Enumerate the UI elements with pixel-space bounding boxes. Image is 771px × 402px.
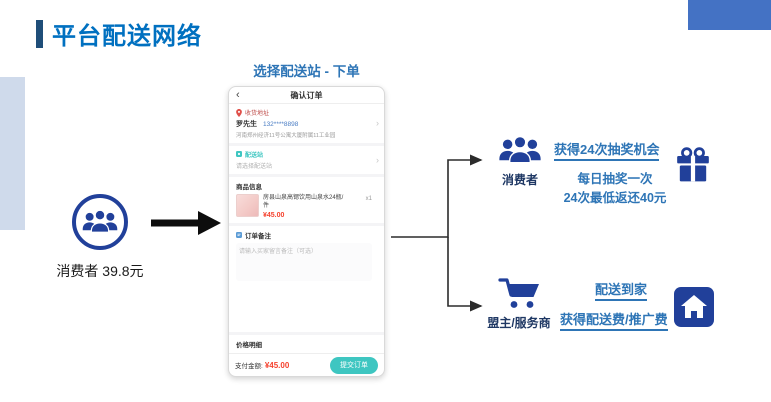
product-section: 商品信息 房县山泉高锶饮用山泉水24瓶/件 ¥45.00 x1 — [229, 177, 384, 223]
merchant-node-label: 盟主/服务商 — [487, 316, 551, 330]
lottery-headline: 获得24次抽奖机会 — [554, 139, 660, 161]
note-icon — [236, 231, 242, 238]
people-group-icon — [82, 209, 118, 233]
subtitle: 选择配送站 - 下单 — [253, 64, 360, 79]
price-detail-label: 价格明细 — [236, 342, 262, 349]
order-confirm-screen: ‹ 确认订单 收货地址 罗先生 132****8898 河南郑州经济11号公寓大… — [228, 86, 385, 377]
checkout-bar: 支付金额: ¥45.00 提交订单 — [229, 353, 384, 376]
section-divider — [229, 222, 384, 226]
address-section-head: 收货地址 — [236, 108, 372, 117]
station-section-label: 配送站 — [245, 152, 264, 159]
delivery-detail: 获得配送费/推广费 — [560, 309, 668, 331]
shopping-cart-icon — [498, 278, 539, 308]
remark-section-label: 订单备注 — [245, 232, 271, 240]
home-icon — [674, 287, 714, 327]
lottery-detail: 每日抽奖一次 24次最低返还40元 — [548, 170, 682, 208]
station-section-head: 配送站 — [236, 150, 372, 159]
station-row[interactable]: 配送站 请选择配送站 › — [229, 146, 384, 174]
remark-input[interactable]: 请输入买家留言备注（可选） — [236, 242, 372, 281]
product-quantity: x1 — [365, 195, 372, 202]
left-strip-decoration — [0, 77, 25, 230]
lottery-detail-line1: 每日抽奖一次 — [577, 172, 653, 186]
address-section-label: 收货地址 — [245, 111, 270, 117]
product-row[interactable]: 房县山泉高锶饮用山泉水24瓶/件 ¥45.00 x1 — [236, 193, 372, 219]
address-detail: 河南郑州经济11号公寓大厦附属11工业园 — [236, 132, 336, 139]
consumer-node-label: 消费者 — [501, 173, 538, 187]
back-icon[interactable]: ‹ — [236, 89, 240, 101]
gift-icon — [677, 147, 709, 182]
section-divider — [229, 332, 384, 335]
pay-amount-label: 支付金额: — [235, 363, 263, 370]
location-pin-icon — [236, 108, 242, 117]
remark-section: 订单备注 请输入买家留言备注（可选） — [229, 226, 384, 332]
corner-decoration — [688, 0, 771, 30]
product-price: ¥45.00 — [263, 211, 285, 219]
lottery-detail-line2: 24次最低返还40元 — [563, 190, 667, 205]
product-thumbnail — [236, 193, 259, 217]
station-placeholder: 请选择配送站 — [236, 163, 273, 170]
phone-navbar: ‹ 确认订单 — [229, 87, 384, 104]
consumer-source-node: 消费者 39.8元 — [25, 194, 175, 281]
section-divider — [229, 142, 384, 146]
consumer-node: 消费者 — [492, 134, 548, 188]
section-divider — [229, 173, 384, 177]
remark-section-head: 订单备注 — [236, 230, 372, 240]
people-group-icon — [499, 135, 541, 164]
chevron-right-icon[interactable]: › — [376, 154, 379, 165]
recipient-phone: 132****8898 — [262, 121, 299, 128]
merchant-node: 盟主/服务商 — [482, 276, 556, 331]
page-title: 平台配送网络 — [52, 23, 202, 50]
consumer-price-label: 消费者 39.8元 — [56, 263, 144, 279]
pay-amount-value: ¥45.00 — [264, 360, 290, 370]
station-tag-icon — [236, 151, 242, 157]
arrow-right-icon — [151, 211, 221, 235]
recipient-name: 罗先生 — [236, 121, 257, 128]
consumers-group-icon — [72, 194, 128, 250]
title-row: 平台配送网络 — [36, 16, 202, 51]
price-detail-section: 价格明细 — [229, 335, 384, 353]
product-section-label: 商品信息 — [236, 183, 262, 191]
product-info: 房县山泉高锶饮用山泉水24瓶/件 ¥45.00 — [263, 194, 362, 219]
delivery-headline: 配送到家 — [595, 279, 648, 301]
title-accent-bar — [36, 19, 43, 48]
submit-order-button[interactable]: 提交订单 — [330, 356, 378, 374]
address-row[interactable]: 收货地址 罗先生 132****8898 河南郑州经济11号公寓大厦附属11工业… — [229, 104, 384, 143]
product-name: 房县山泉高锶饮用山泉水24瓶/件 — [263, 194, 344, 209]
recipient-line: 罗先生 132****8898 — [236, 119, 372, 129]
phone-page-title: 确认订单 — [290, 90, 323, 100]
chevron-right-icon[interactable]: › — [376, 118, 379, 129]
